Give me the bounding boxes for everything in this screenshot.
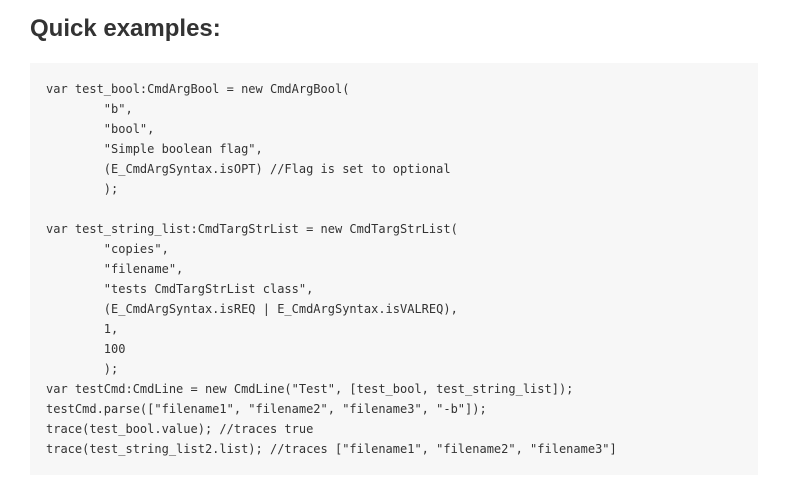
code-line: "Simple boolean flag", — [46, 142, 263, 156]
code-line: var test_string_list:CmdTargStrList = ne… — [46, 222, 458, 236]
section-heading: Quick examples: — [30, 15, 221, 42]
code-line: ); — [46, 362, 119, 376]
code-line: 1, — [46, 322, 119, 336]
code-line: "tests CmdTargStrList class", — [46, 282, 314, 296]
code-line: "copies", — [46, 242, 169, 256]
code-line: var test_bool:CmdArgBool = new CmdArgBoo… — [46, 82, 350, 96]
code-line: var testCmd:CmdLine = new CmdLine("Test"… — [46, 382, 574, 396]
code-line: trace(test_string_list2.list); //traces … — [46, 442, 617, 456]
code-line — [46, 199, 758, 219]
code-line: trace(test_bool.value); //traces true — [46, 422, 314, 436]
code-line: (E_CmdArgSyntax.isREQ | E_CmdArgSyntax.i… — [46, 302, 458, 316]
code-line: "filename", — [46, 262, 184, 276]
code-line: testCmd.parse(["filename1", "filename2",… — [46, 402, 487, 416]
code-line: "b", — [46, 102, 133, 116]
code-line: ); — [46, 182, 119, 196]
code-line: 100 — [46, 342, 126, 356]
code-line: (E_CmdArgSyntax.isOPT) //Flag is set to … — [46, 162, 451, 176]
code-line: "bool", — [46, 122, 155, 136]
code-block: var test_bool:CmdArgBool = new CmdArgBoo… — [30, 63, 758, 475]
